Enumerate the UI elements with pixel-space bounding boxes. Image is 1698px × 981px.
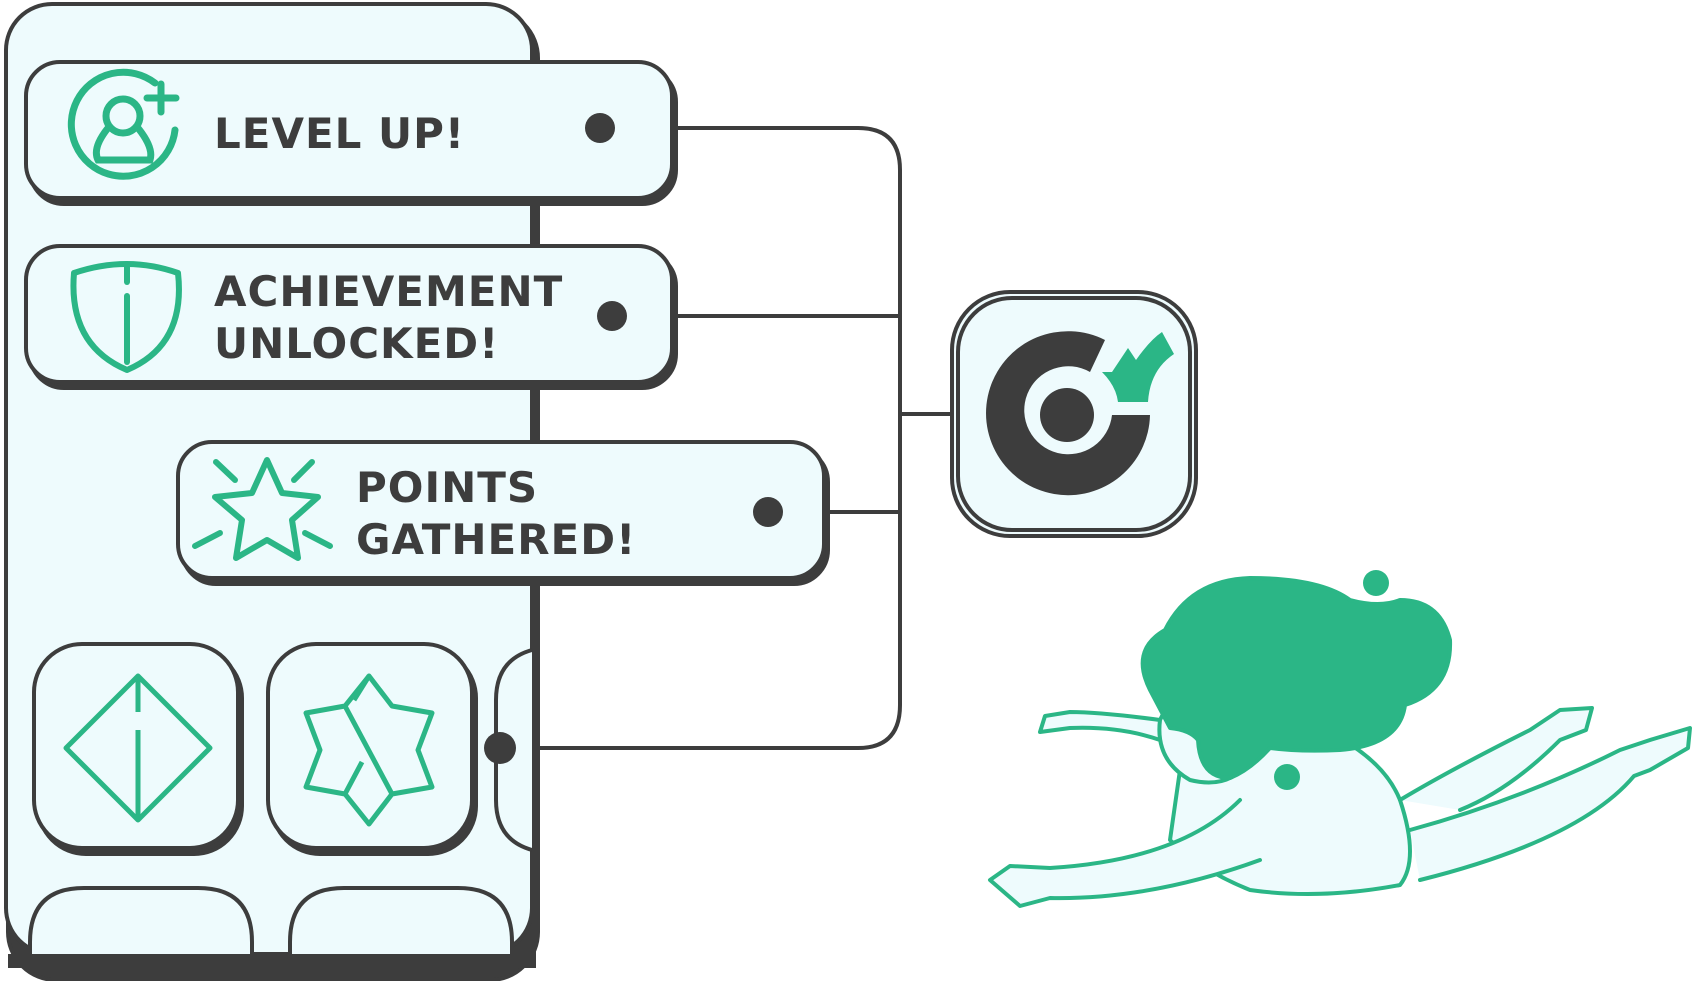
star-badge-icon [303,673,435,827]
card-title-line: GATHERED! [356,515,636,564]
card-title-line: POINTS [356,463,538,512]
hub-logo-box [950,290,1198,538]
diamond-icon [63,673,213,823]
card-title-line: UNLOCKED! [214,319,499,368]
connector-node [597,301,627,331]
card-title-line: ACHIEVEMENT [214,267,563,316]
shield-icon [70,261,182,373]
card-points: POINTS GATHERED! [176,440,830,586]
card-achievement: ACHIEVEMENT UNLOCKED! [24,244,678,390]
user-plus-icon [67,68,180,180]
brand-logo-icon [986,331,1174,496]
card-title-line: LEVEL UP! [214,109,465,158]
tile-star [266,642,478,856]
tile-bottom-partial [8,886,536,968]
tile-partial [484,648,533,852]
flying-person-illustration [988,570,1692,908]
card-level-up: LEVEL UP! [24,60,678,206]
connector-node [585,113,615,143]
sparkle-star-icon [192,457,333,561]
connector-node [484,732,516,764]
connector-node [753,497,783,527]
connector-lines [500,126,952,750]
tile-diamond [32,642,244,856]
